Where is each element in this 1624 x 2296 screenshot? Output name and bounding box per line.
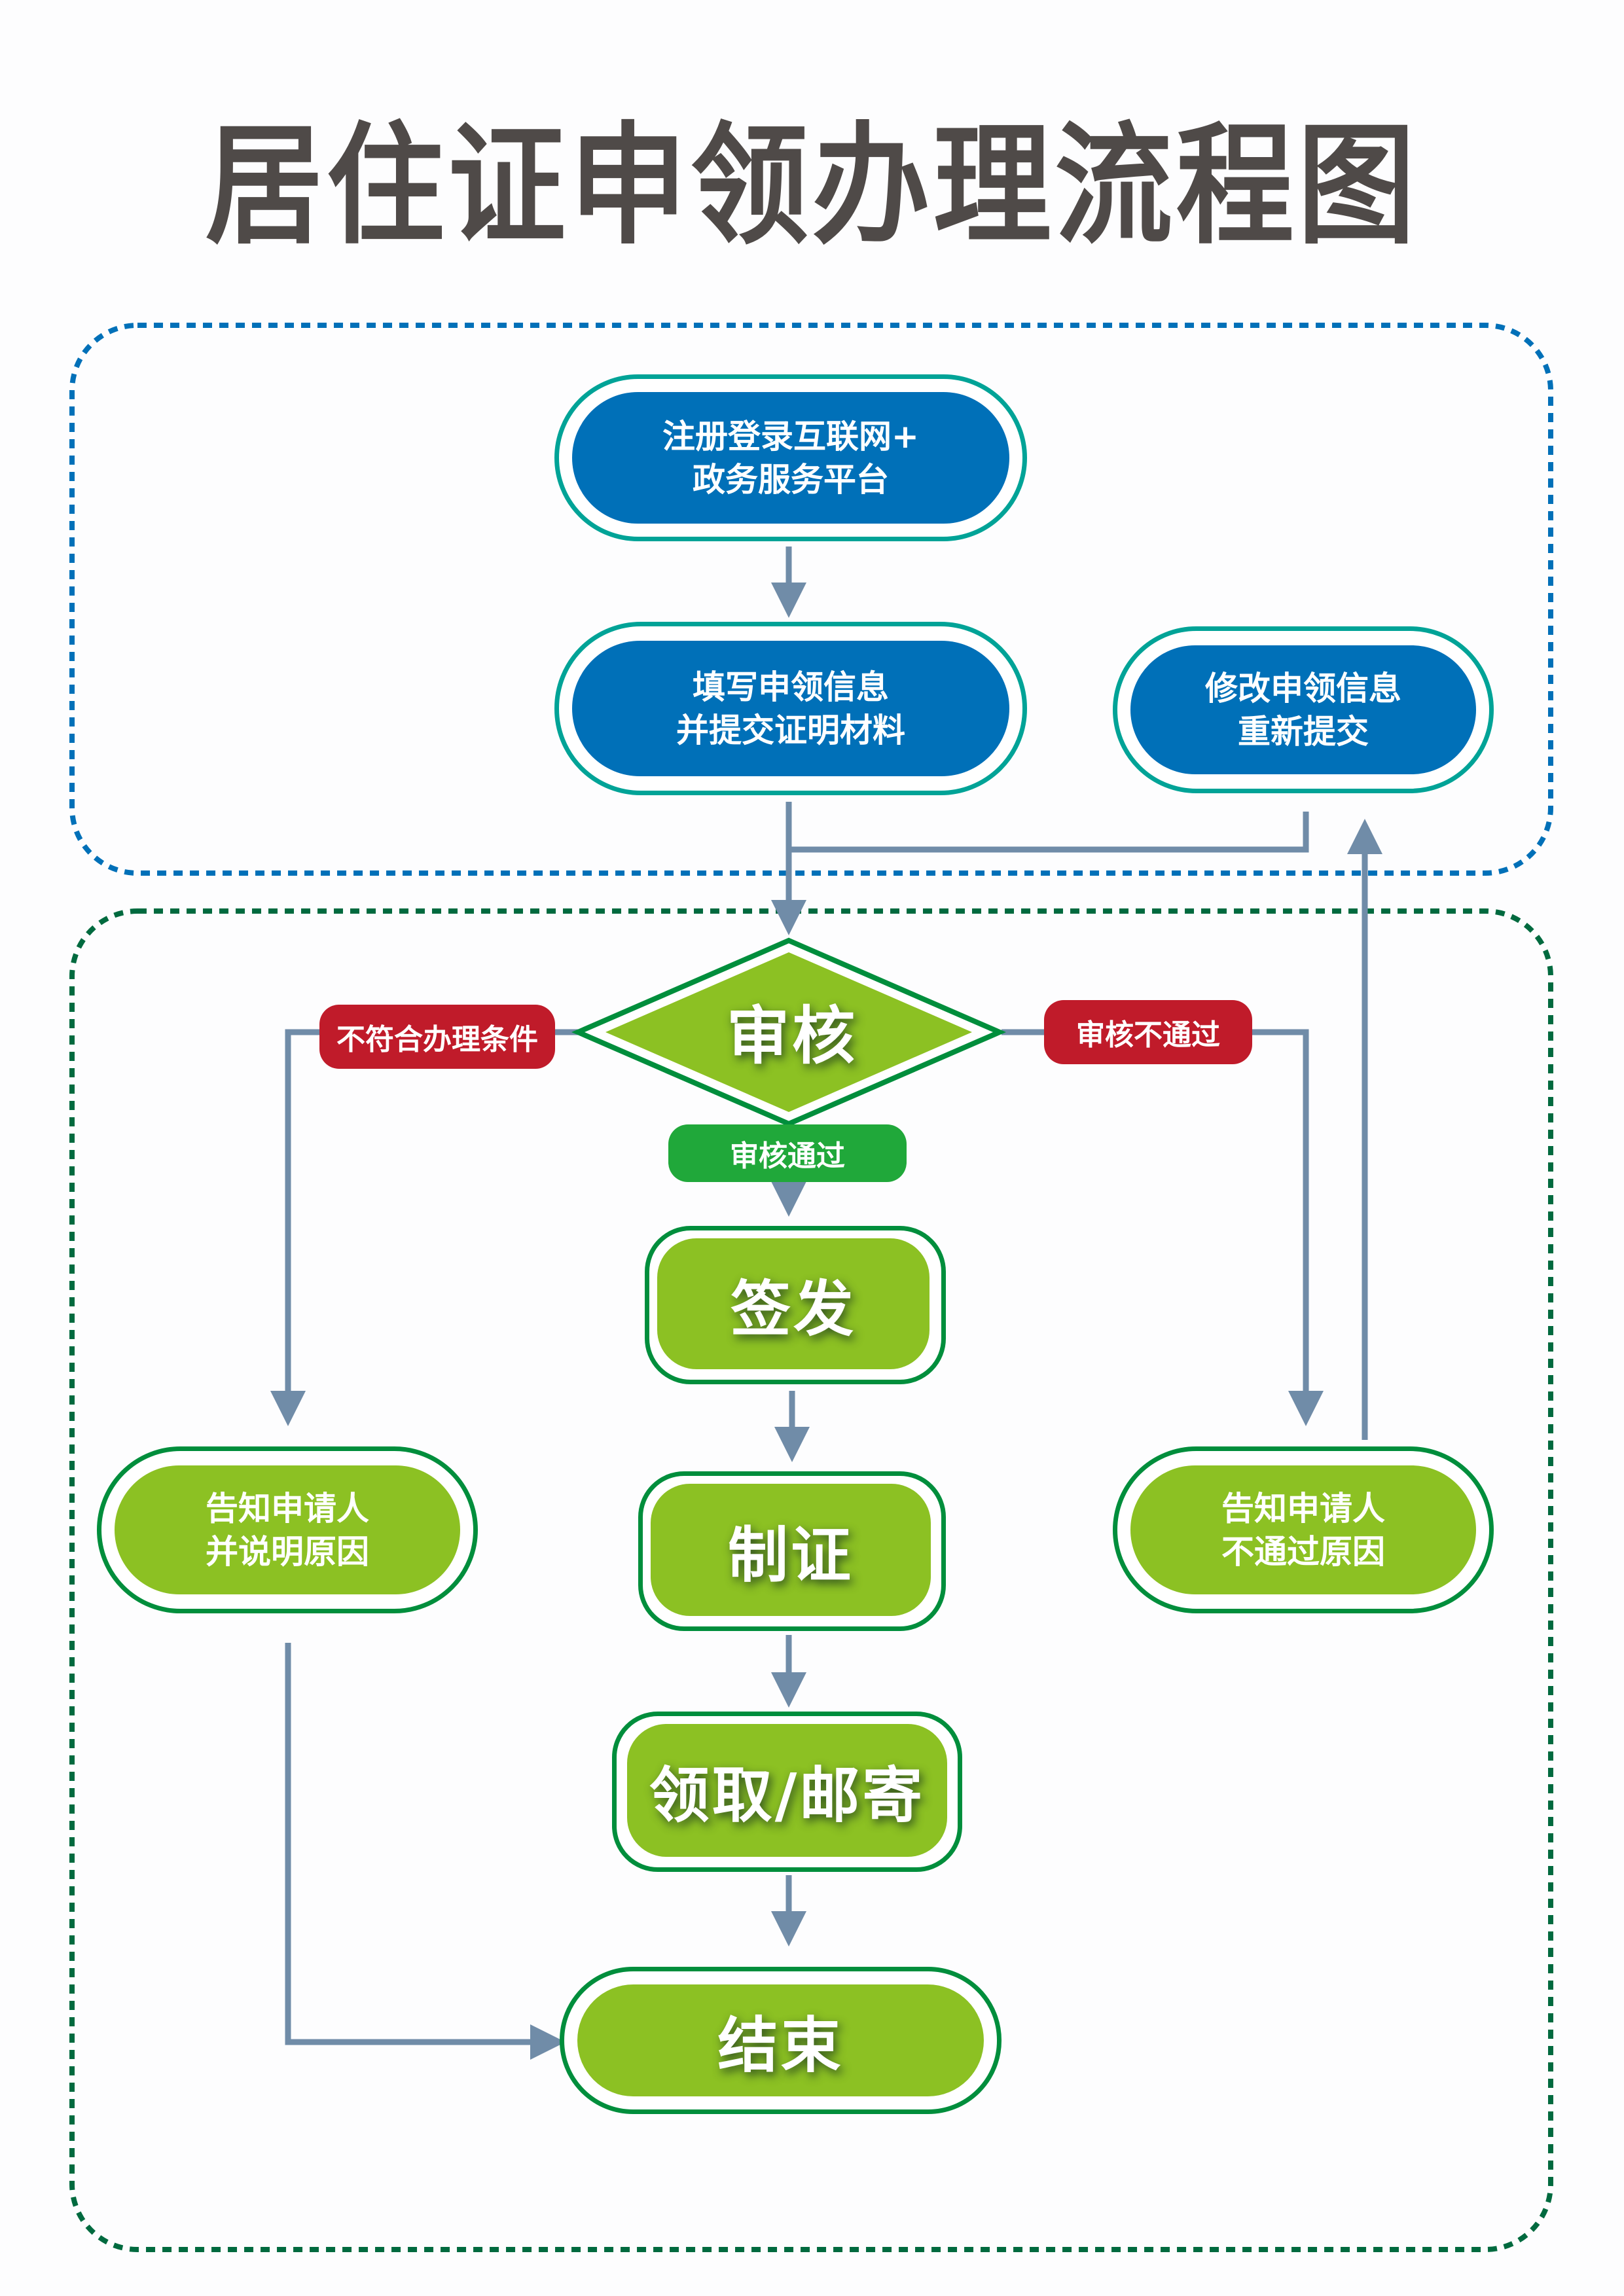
modify-info-node[interactable]: 修改申领信息 重新提交 xyxy=(1113,626,1494,793)
make-card-label: 制证 xyxy=(727,1520,854,1590)
notify-failed-line2: 不通过原因 xyxy=(1221,1532,1385,1571)
register-node[interactable]: 注册登录互联网+ 政务服务平台 xyxy=(554,374,1027,541)
modify-info-line1: 修改申领信息 xyxy=(1205,669,1401,708)
end-node[interactable]: 结束 xyxy=(560,1967,1001,2114)
fill-info-node[interactable]: 填写申领信息 并提交证明材料 xyxy=(554,622,1027,795)
online-stage-group xyxy=(69,323,1553,876)
issue-node[interactable]: 签发 xyxy=(645,1226,946,1384)
make-card-node[interactable]: 制证 xyxy=(638,1471,946,1631)
collect-node[interactable]: 领取/邮寄 xyxy=(612,1712,962,1872)
connector-modify-to-review xyxy=(789,812,1309,853)
review-stage-group xyxy=(69,908,1553,2252)
notify-ineligible-line2: 并说明原因 xyxy=(206,1532,369,1571)
arrow-notify-ineligible-to-end xyxy=(285,1643,566,2060)
arrow-review-to-notify-failed xyxy=(1001,1029,1324,1426)
page-title: 居住证申领办理流程图 xyxy=(205,110,1419,262)
review-diamond-inner xyxy=(605,952,972,1112)
end-label: 结束 xyxy=(717,2011,844,2081)
fill-info-line1: 填写申领信息 xyxy=(693,668,889,706)
notify-ineligible-node[interactable]: 告知申请人 并说明原因 xyxy=(97,1446,478,1613)
review-failed-tag: 审核不通过 xyxy=(1044,1000,1252,1064)
register-line2: 政务服务平台 xyxy=(693,460,889,499)
ineligible-tag: 不符合办理条件 xyxy=(319,1005,555,1069)
fill-info-line2: 并提交证明材料 xyxy=(676,711,905,749)
notify-failed-line1: 告知申请人 xyxy=(1221,1489,1385,1528)
review-passed-tag: 审核通过 xyxy=(668,1124,907,1182)
notify-ineligible-line1: 告知申请人 xyxy=(206,1489,369,1528)
register-line1: 注册登录互联网+ xyxy=(662,417,919,456)
modify-info-line2: 重新提交 xyxy=(1238,712,1369,751)
notify-failed-node[interactable]: 告知申请人 不通过原因 xyxy=(1113,1446,1494,1613)
collect-label: 领取/邮寄 xyxy=(649,1761,926,1831)
issue-label: 签发 xyxy=(730,1274,856,1344)
review-decision-label: 审核 xyxy=(727,999,857,1073)
arrow-review-to-notify-ineligible xyxy=(270,1029,583,1426)
